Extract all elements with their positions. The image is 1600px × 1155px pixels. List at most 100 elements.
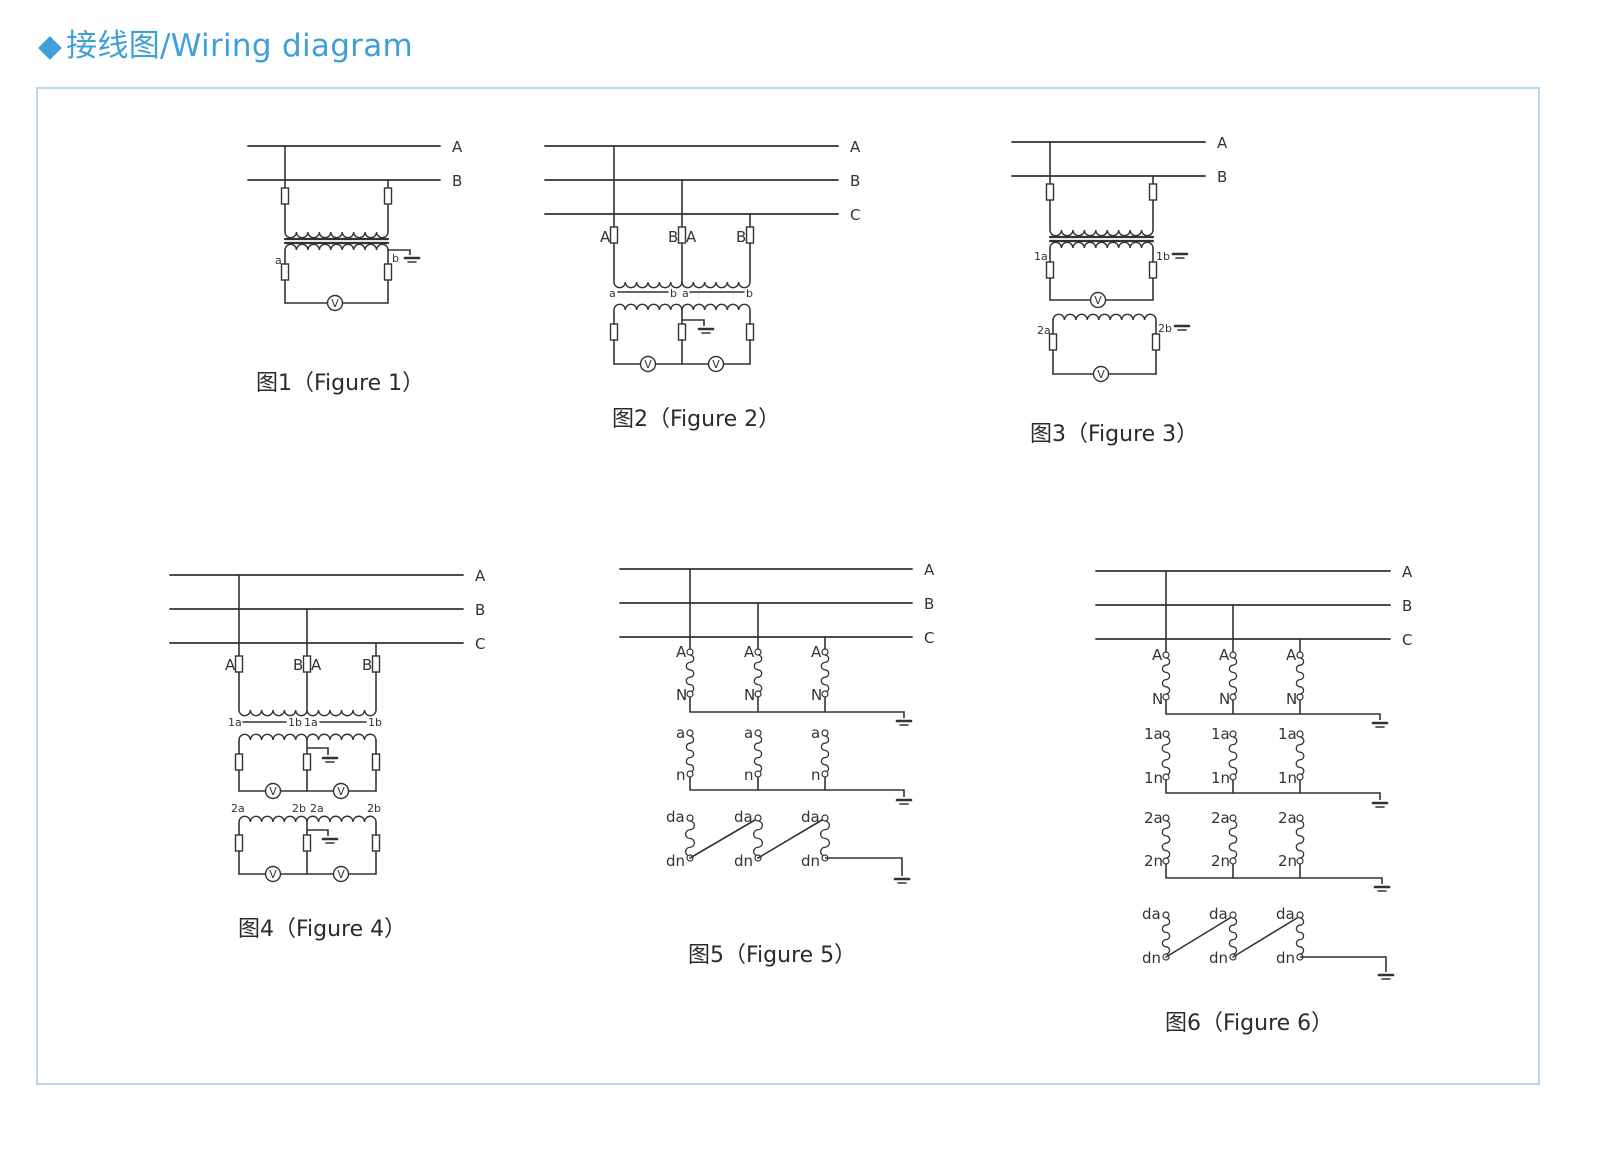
meter-circle	[707, 355, 725, 373]
terminal	[821, 729, 829, 737]
terminal	[754, 770, 762, 778]
bus-label: B	[924, 595, 934, 613]
secondary-winding	[1049, 241, 1154, 249]
wire	[307, 747, 329, 755]
secondary-winding	[1052, 313, 1157, 321]
bus-label: A	[850, 138, 861, 156]
meter-symbol: V	[337, 785, 345, 798]
winding	[1295, 657, 1305, 695]
ground-icon	[1371, 721, 1389, 728]
figure-caption-fig2: 图2（Figure 2）	[612, 407, 780, 432]
winding	[752, 820, 764, 857]
secondary-winding	[681, 303, 751, 311]
winding	[685, 735, 695, 773]
secondary-winding	[284, 243, 389, 251]
terminal-label: 1n	[1211, 769, 1230, 787]
terminal-label: b	[670, 287, 677, 300]
meter-circle	[332, 782, 350, 800]
terminal-label: b	[392, 252, 399, 265]
wire	[1165, 917, 1231, 958]
terminal-label: A	[686, 228, 697, 246]
terminal-label: dn	[1209, 949, 1228, 967]
terminal	[1296, 814, 1304, 822]
terminal-label: da	[734, 808, 753, 826]
voltmeter-icon: V	[332, 865, 350, 883]
terminal	[1229, 911, 1237, 919]
terminal-label: 1a	[1211, 725, 1230, 743]
fuse	[609, 323, 619, 341]
terminal-label: 1a	[1278, 725, 1297, 743]
figure-caption-fig1: 图1（Figure 1）	[256, 371, 424, 396]
winding	[753, 735, 763, 773]
ground-icon	[893, 877, 911, 884]
primary-winding	[284, 231, 389, 239]
bus-label: B	[1402, 597, 1412, 615]
terminal-label: A	[676, 643, 687, 661]
terminal	[754, 814, 762, 822]
terminal	[1229, 730, 1237, 738]
secondary-winding	[613, 303, 683, 311]
terminal	[1162, 857, 1170, 865]
terminal	[1229, 773, 1237, 781]
voltmeter-icon: V	[707, 355, 725, 373]
voltmeter-icon: V	[326, 294, 344, 312]
terminal-label: 2b	[367, 802, 381, 815]
ground-icon	[1371, 801, 1389, 808]
voltmeter-icon: V	[264, 865, 282, 883]
fuse	[1048, 333, 1058, 351]
terminal-label: 1b	[1156, 250, 1170, 263]
terminal	[1162, 693, 1170, 701]
bus-label: A	[924, 561, 935, 579]
terminal-label: A	[225, 656, 236, 674]
winding	[1295, 820, 1305, 859]
ground-icon	[1171, 252, 1189, 259]
terminal-label: 1a	[1034, 250, 1048, 263]
terminal-label: 2n	[1211, 852, 1230, 870]
wire	[682, 319, 705, 326]
terminal	[1162, 911, 1170, 919]
bus-label: A	[1402, 563, 1413, 581]
terminal-label: n	[744, 766, 754, 784]
fuse	[234, 753, 244, 771]
terminal-label: 2a	[231, 802, 245, 815]
secondary-winding	[306, 733, 377, 741]
wire	[388, 249, 411, 255]
meter-circle	[326, 294, 344, 312]
terminal-label: A	[311, 656, 322, 674]
terminal-label: a	[744, 724, 753, 742]
fuse	[1151, 333, 1161, 351]
terminal	[1162, 814, 1170, 822]
fuse	[1148, 183, 1158, 201]
terminal-label: a	[682, 287, 689, 300]
wire	[1232, 917, 1298, 958]
meter-symbol: V	[1097, 368, 1105, 381]
winding	[1161, 820, 1171, 859]
terminal	[821, 770, 829, 778]
terminal	[1229, 814, 1237, 822]
terminal-label: A	[1152, 646, 1163, 664]
terminal-label: 1n	[1144, 769, 1163, 787]
terminal-label: 2n	[1278, 852, 1297, 870]
terminal	[1296, 911, 1304, 919]
ground-icon	[403, 256, 421, 263]
meter-symbol: V	[1094, 294, 1102, 307]
primary-winding	[681, 281, 751, 289]
terminal-label: N	[1286, 690, 1297, 708]
terminal-label: A	[600, 228, 611, 246]
meter-symbol: V	[644, 358, 652, 371]
winding	[1228, 820, 1238, 859]
fuse	[677, 226, 687, 244]
terminal-label: da	[1142, 905, 1161, 923]
fuse	[745, 226, 755, 244]
terminal-label: da	[666, 808, 685, 826]
winding	[1161, 736, 1171, 776]
winding	[819, 820, 831, 857]
terminal-label: B	[736, 228, 746, 246]
meter-symbol: V	[337, 868, 345, 881]
fuse	[280, 263, 290, 281]
terminal-label: A	[1286, 646, 1297, 664]
terminal	[1296, 773, 1304, 781]
